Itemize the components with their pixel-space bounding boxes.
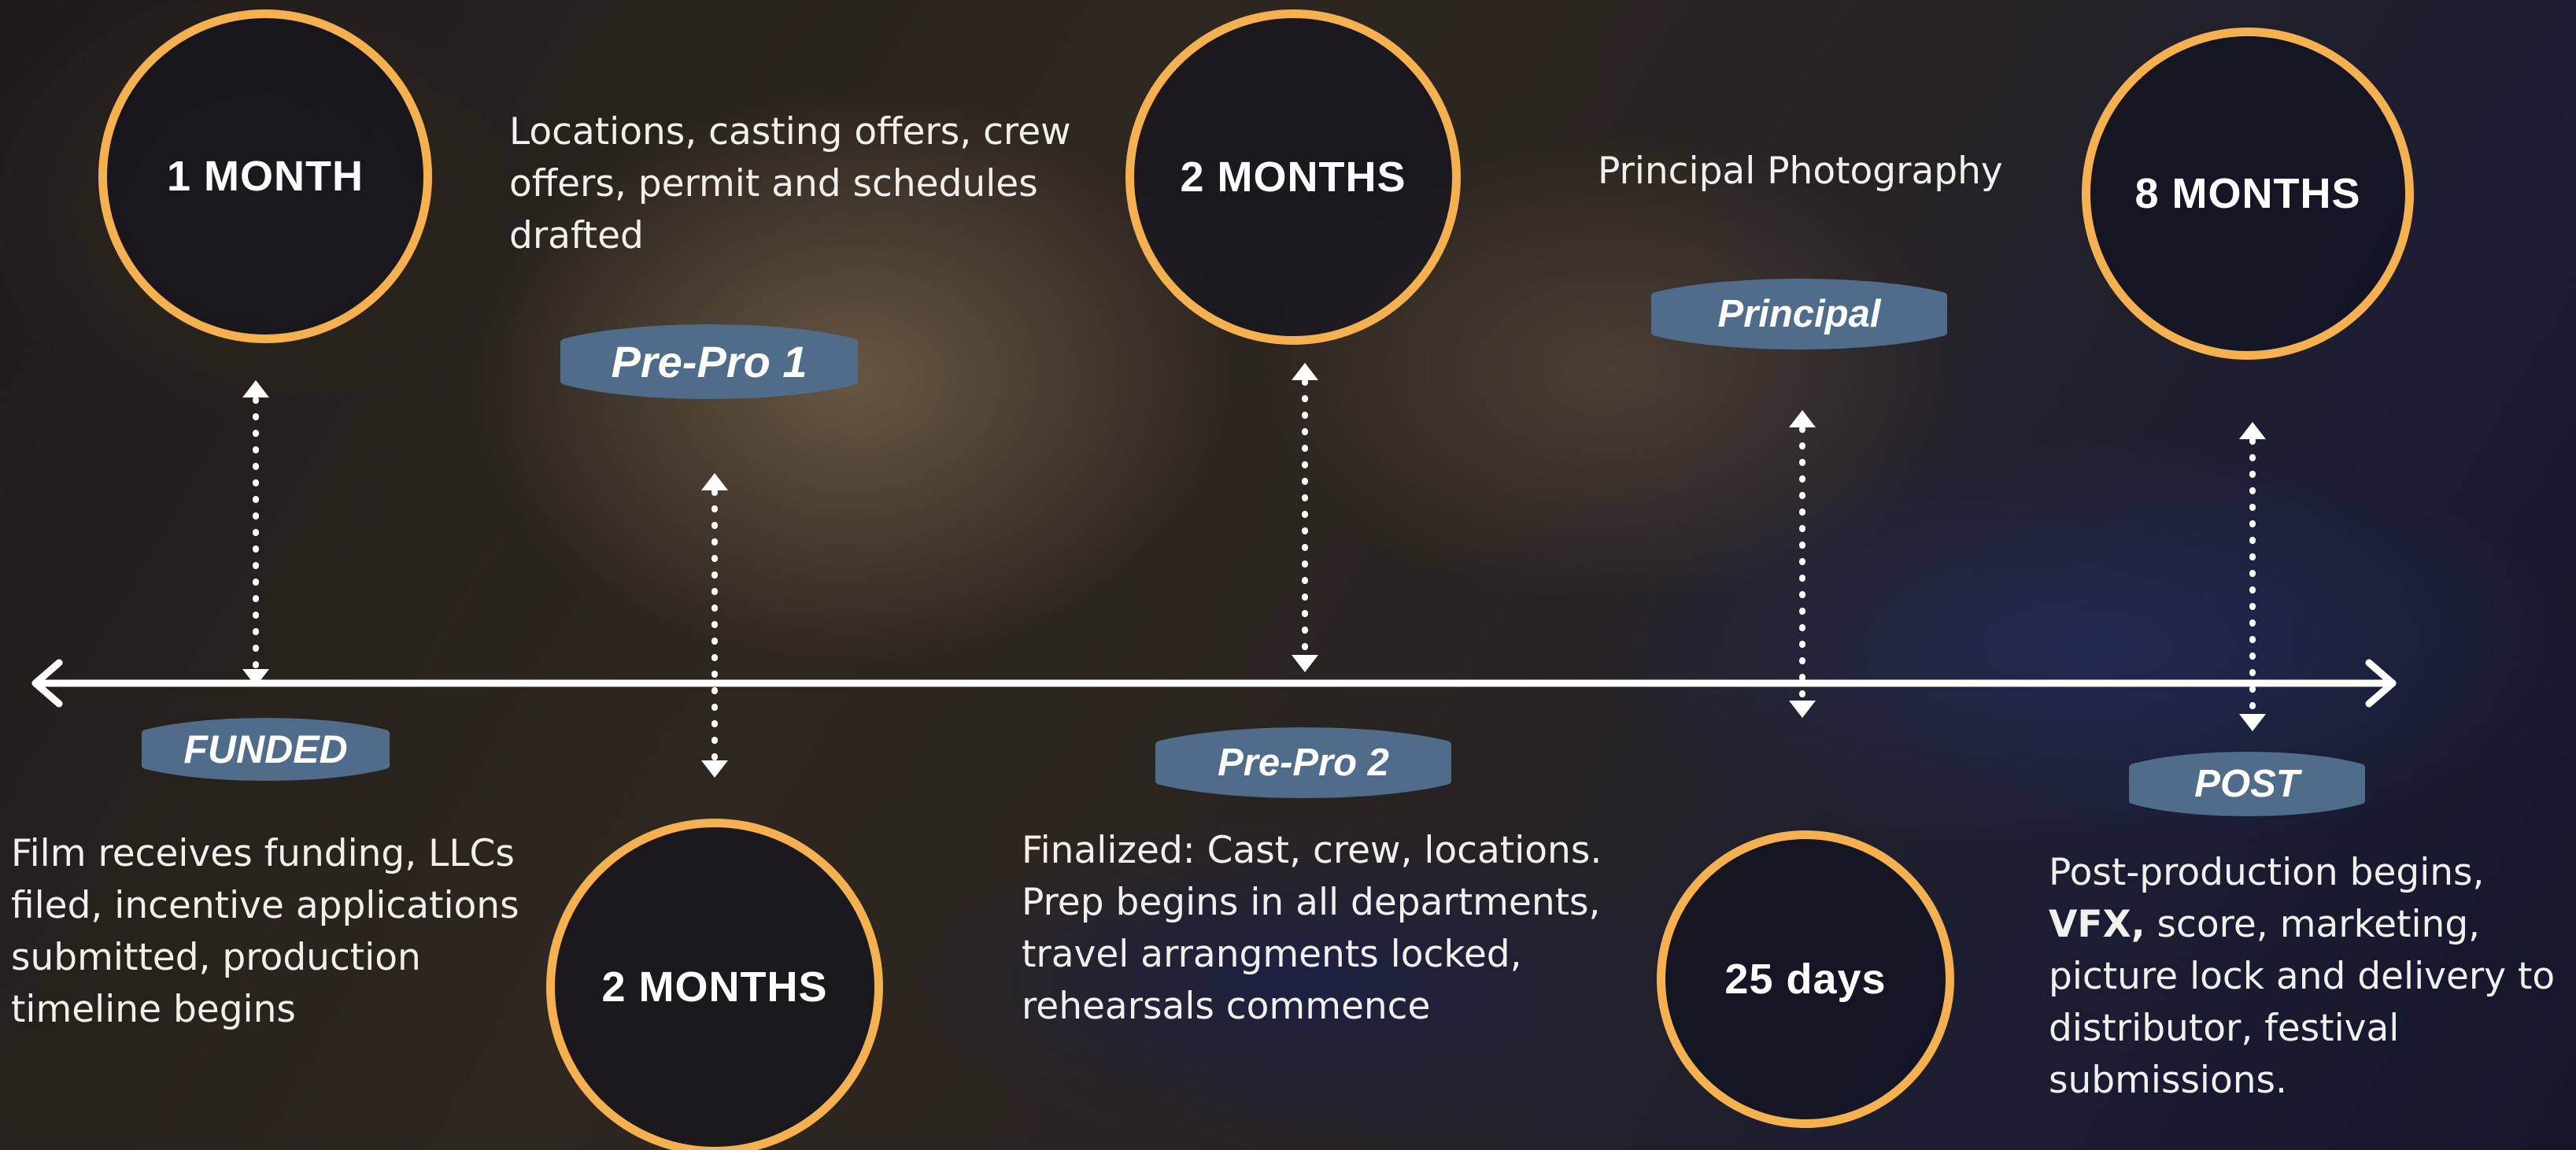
phase-label-prepro1: Pre-Pro 1: [560, 324, 858, 399]
connector-principal: [1789, 410, 1816, 718]
connector-prepro2: [1292, 363, 1318, 672]
description-prepro1: Locations, casting offers, crew offers, …: [509, 110, 1071, 257]
phase-label-funded: FUNDED: [142, 718, 390, 781]
duration-label-principal: 25 days: [1724, 956, 1887, 1003]
description-post-before: Post-production begins,: [2049, 851, 2485, 894]
description-funded: Film receives funding, LLCs filed, incen…: [11, 832, 519, 1031]
connector-post: [2239, 422, 2266, 731]
description-post-after: score, marketing, picture lock and deliv…: [2049, 903, 2556, 1102]
duration-circle-prepro1: 2 MONTHS: [546, 819, 883, 1150]
duration-circle-funded: 1 MONTH: [98, 9, 432, 343]
phase-label-post: POST: [2129, 752, 2365, 816]
phase-label-prepro2: Pre-Pro 2: [1155, 727, 1451, 798]
duration-circle-principal: 25 days: [1657, 830, 1954, 1128]
duration-label-funded: 1 MONTH: [167, 153, 364, 200]
phase-label-principal: Principal: [1651, 279, 1947, 349]
duration-circle-prepro2: 2 MONTHS: [1125, 9, 1461, 345]
description-prepro2: Finalized: Cast, crew, locations. Prep b…: [1022, 829, 1602, 1028]
duration-label-prepro2: 2 MONTHS: [1180, 153, 1406, 201]
connector-prepro1: [701, 473, 728, 778]
duration-label-prepro1: 2 MONTHS: [601, 963, 828, 1011]
description-principal: Principal Photography: [1598, 150, 2003, 193]
description-post: Post-production begins, VFX, score, mark…: [2049, 847, 2568, 1107]
timeline-axis: [31, 659, 2397, 708]
duration-circle-post: 8 MONTHS: [2082, 28, 2414, 360]
duration-label-post: 8 MONTHS: [2134, 170, 2361, 217]
description-post-bold: VFX,: [2049, 903, 2145, 946]
connector-funded: [242, 380, 269, 686]
